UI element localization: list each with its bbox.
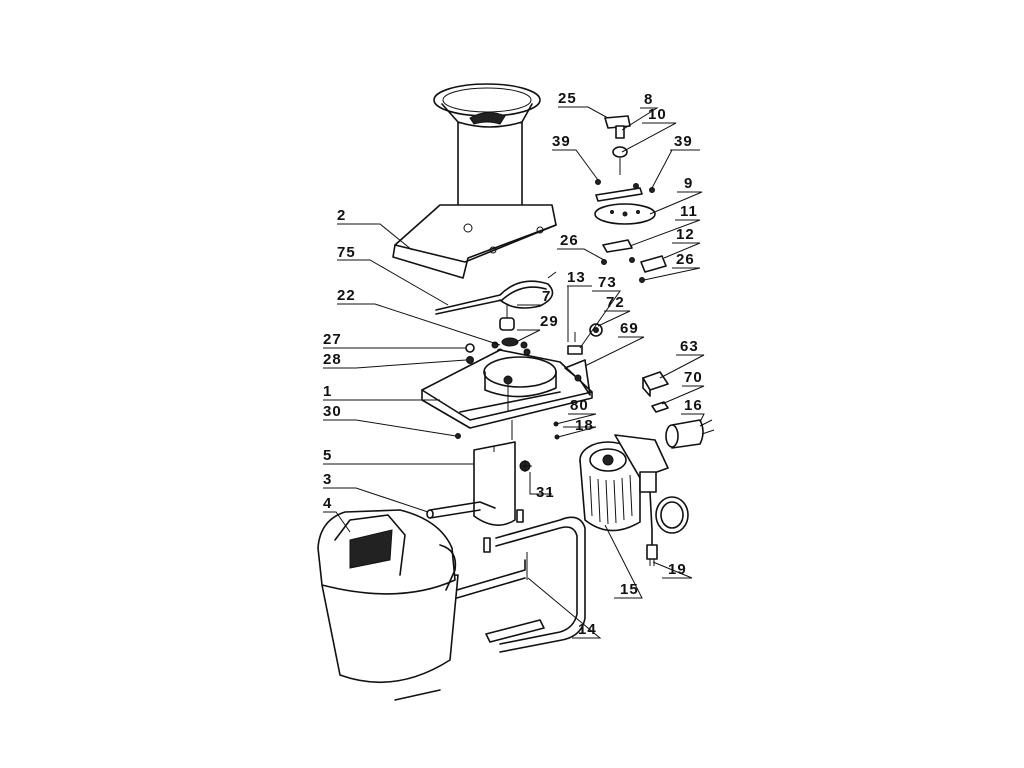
part-capacitor-16: [665, 419, 715, 449]
part-switch-box-63: [642, 371, 669, 397]
callout-15: 15: [620, 581, 639, 598]
callout-2: 2: [337, 207, 346, 224]
callout-16: 16: [684, 397, 703, 414]
callout-4: 4: [323, 495, 332, 512]
part-bin-4: [317, 509, 459, 701]
part-cord-19: [646, 491, 689, 566]
callout-8: 8: [644, 91, 653, 108]
callout-29: 29: [540, 313, 559, 330]
part-blade-bar: [595, 187, 643, 202]
part-pin-30: [455, 433, 461, 439]
callout-25: 25: [558, 90, 577, 107]
callout-26-right: 26: [676, 251, 695, 268]
part-frame-3: [426, 501, 586, 653]
part-motor-15: [579, 434, 669, 532]
callout-27: 27: [323, 331, 342, 348]
callout-1: 1: [323, 383, 332, 400]
part-bracket-11: [602, 239, 633, 253]
callout-69: 69: [620, 320, 639, 337]
callout-28: 28: [323, 351, 342, 368]
callout-10: 10: [648, 106, 667, 123]
part-nut-28: [466, 356, 474, 364]
part-bolt-8: [615, 125, 625, 139]
part-washer-10: [612, 146, 628, 175]
callout-30: 30: [323, 403, 342, 420]
callout-3: 3: [323, 471, 332, 488]
callout-80: 80: [570, 397, 589, 414]
callout-9: 9: [684, 175, 693, 192]
callout-13: 13: [567, 269, 586, 286]
part-housing-1: [421, 349, 593, 429]
callout-5: 5: [323, 447, 332, 464]
callout-22: 22: [337, 287, 356, 304]
callout-70: 70: [684, 369, 703, 386]
callout-72: 72: [606, 294, 625, 311]
part-disc-9: [594, 203, 656, 225]
callout-18: 18: [575, 417, 594, 434]
part-clip-73: [567, 345, 583, 355]
callout-39-left: 39: [552, 133, 571, 150]
callout-26-left: 26: [560, 232, 579, 249]
part-lever-69: [564, 359, 591, 396]
part-bolt-7: [499, 305, 515, 331]
callout-12: 12: [676, 226, 695, 243]
callout-31: 31: [536, 484, 555, 501]
part-screws-13: [567, 332, 576, 342]
callout-14: 14: [578, 621, 597, 638]
callout-39-right: 39: [674, 133, 693, 150]
part-relay-70: [651, 401, 669, 413]
callout-11: 11: [680, 203, 698, 220]
part-block-12: [640, 255, 667, 273]
callout-63: 63: [680, 338, 699, 355]
part-gasket-75: [435, 271, 557, 315]
part-hopper-funnel: [433, 83, 541, 223]
part-cover-2: [392, 204, 557, 279]
part-washer-27: [465, 343, 475, 353]
leader-lines: [323, 106, 705, 639]
part-knob-72: [589, 323, 603, 337]
callout-7: 7: [542, 288, 551, 305]
callout-75: 75: [337, 244, 356, 261]
callout-labels: 2 75 22 27 28 1 30 5 3 4 7 29 13 73 72 6…: [323, 90, 703, 638]
callout-73: 73: [598, 274, 617, 291]
part-washer-29: [501, 337, 519, 347]
callout-19: 19: [668, 561, 687, 578]
part-key-25: [604, 115, 631, 129]
part-spring-31: [519, 460, 532, 472]
